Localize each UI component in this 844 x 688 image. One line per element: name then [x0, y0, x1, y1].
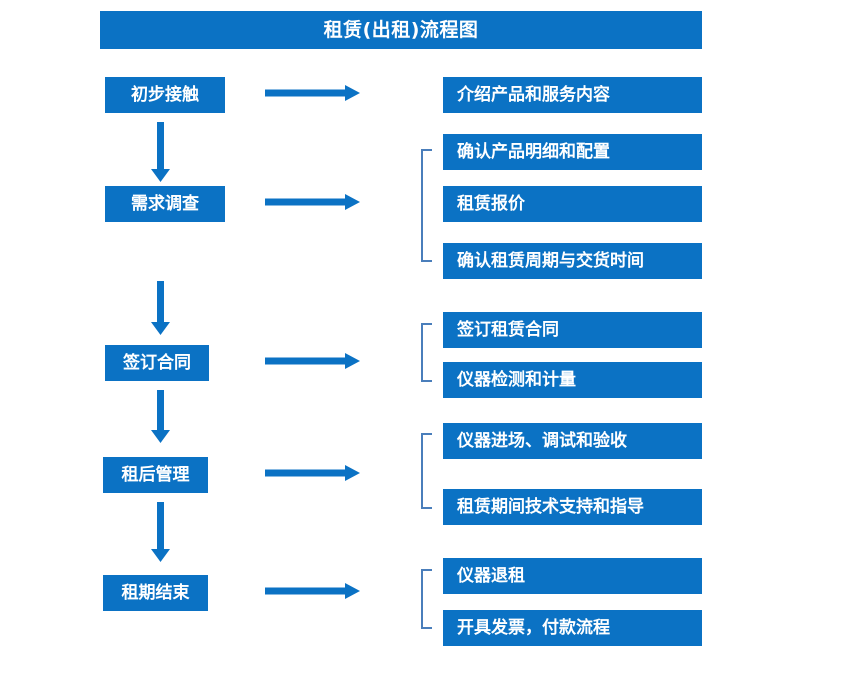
stage-box-1[interactable]: 初步接触	[105, 77, 225, 113]
detail-label-5-1: 仪器退租	[457, 565, 525, 586]
stage-label-4: 租后管理	[121, 464, 190, 485]
bracket-stage-4	[421, 433, 432, 509]
arrow-right-4	[265, 465, 360, 481]
detail-label-2-3: 确认租赁周期与交货时间	[457, 250, 644, 271]
arrow-down-3-4	[151, 390, 170, 443]
stage-label-5: 租期结束	[121, 582, 190, 603]
detail-label-3-2: 仪器检测和计量	[457, 369, 576, 390]
arrow-down-2-3	[151, 281, 170, 335]
stage-box-4[interactable]: 租后管理	[103, 457, 208, 493]
detail-box-3-1[interactable]: 签订租赁合同	[443, 312, 702, 348]
detail-label-2-2: 租赁报价	[457, 193, 525, 214]
detail-box-1-1[interactable]: 介绍产品和服务内容	[443, 77, 702, 113]
diagram-title: 租赁(出租)流程图	[323, 18, 479, 41]
bracket-group	[421, 149, 432, 629]
stage-label-1: 初步接触	[131, 84, 199, 105]
stage-box-3[interactable]: 签订合同	[105, 345, 209, 381]
detail-label-3-1: 签订租赁合同	[457, 319, 559, 340]
stage-box-5[interactable]: 租期结束	[103, 575, 208, 611]
arrow-right-2	[265, 194, 360, 210]
arrow-right-5	[265, 583, 360, 599]
detail-label-5-2: 开具发票，付款流程	[457, 617, 610, 638]
detail-box-4-2[interactable]: 租赁期间技术支持和指导	[443, 489, 702, 525]
detail-label-4-1: 仪器进场、调试和验收	[457, 430, 627, 451]
detail-label-4-2: 租赁期间技术支持和指导	[457, 496, 644, 517]
stage-label-3: 签订合同	[123, 352, 191, 373]
detail-label-1-1: 介绍产品和服务内容	[457, 84, 610, 105]
horizontal-arrow-group	[265, 85, 360, 599]
detail-box-2-2[interactable]: 租赁报价	[443, 186, 702, 222]
bracket-stage-2	[421, 149, 432, 262]
arrow-down-4-5	[151, 502, 170, 562]
detail-box-5-1[interactable]: 仪器退租	[443, 558, 702, 594]
detail-box-2-1[interactable]: 确认产品明细和配置	[443, 134, 702, 170]
arrow-right-1	[265, 85, 360, 101]
bracket-stage-5	[421, 569, 432, 629]
arrow-right-3	[265, 353, 360, 369]
detail-label-2-1: 确认产品明细和配置	[457, 141, 610, 162]
detail-box-4-1[interactable]: 仪器进场、调试和验收	[443, 423, 702, 459]
arrow-down-1-2	[151, 122, 170, 182]
bracket-stage-3	[421, 323, 432, 382]
detail-box-2-3[interactable]: 确认租赁周期与交货时间	[443, 243, 702, 279]
detail-box-3-2[interactable]: 仪器检测和计量	[443, 362, 702, 398]
stage-box-2[interactable]: 需求调查	[105, 186, 225, 222]
detail-box-5-2[interactable]: 开具发票，付款流程	[443, 610, 702, 646]
diagram-title-bar: 租赁(出租)流程图	[100, 11, 702, 49]
stage-label-2: 需求调查	[131, 193, 199, 214]
